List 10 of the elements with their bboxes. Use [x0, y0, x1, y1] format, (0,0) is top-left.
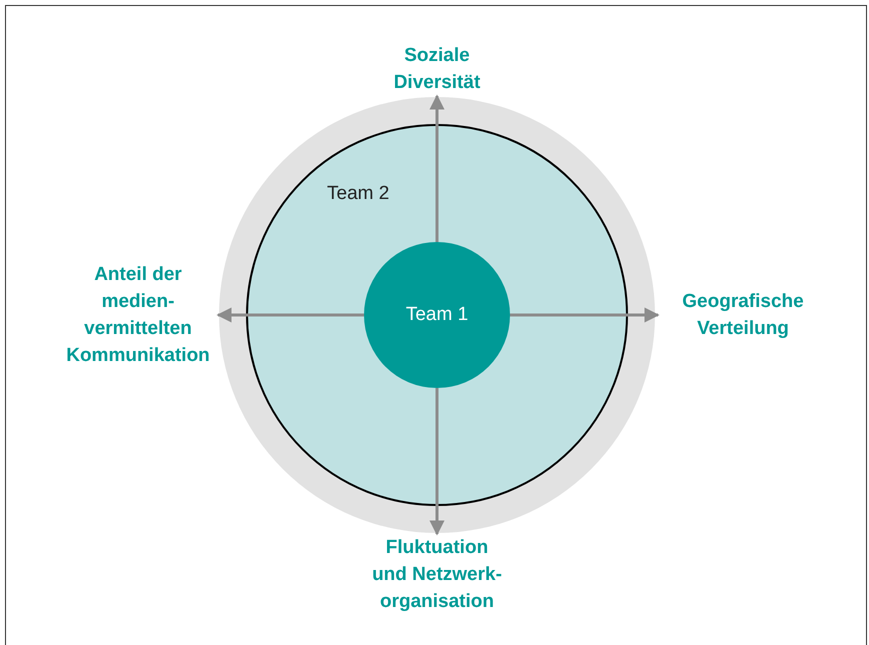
- arrow: [430, 388, 444, 536]
- arrow: [430, 94, 444, 242]
- label-text: Geografische Verteilung: [681, 290, 805, 341]
- label-text: Anteil der medien- vermittelten Kommunikation: [65, 263, 211, 368]
- arrow: [510, 308, 660, 322]
- label-text: Fluktuation und Netzwerk- organisation: [371, 536, 503, 614]
- label-text: Team 1: [406, 302, 468, 327]
- label-text: Team 2: [327, 183, 390, 204]
- arrow: [216, 308, 364, 322]
- label-text: Soziale Diversität: [392, 44, 482, 95]
